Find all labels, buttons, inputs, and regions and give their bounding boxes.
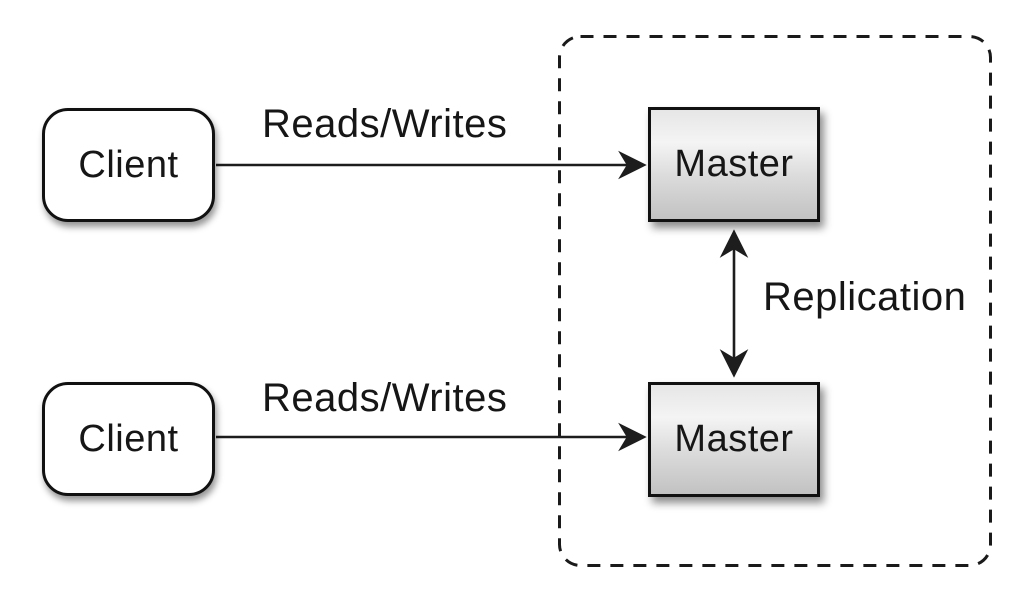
- client-node-top-label: Client: [78, 143, 179, 186]
- master-node-bottom-label: Master: [674, 418, 794, 460]
- replication-label: Replication: [763, 275, 967, 319]
- client-node-top: Client: [42, 108, 215, 222]
- client-node-bottom: Client: [42, 382, 215, 496]
- replication-zone-dashed-border: [558, 35, 992, 567]
- master-node-top: Master: [648, 107, 820, 222]
- reads-writes-label-bottom: Reads/Writes: [262, 376, 508, 420]
- client-node-bottom-label: Client: [78, 417, 179, 460]
- master-node-top-label: Master: [674, 143, 794, 185]
- reads-writes-label-top: Reads/Writes: [262, 102, 508, 146]
- master-node-bottom: Master: [648, 382, 820, 497]
